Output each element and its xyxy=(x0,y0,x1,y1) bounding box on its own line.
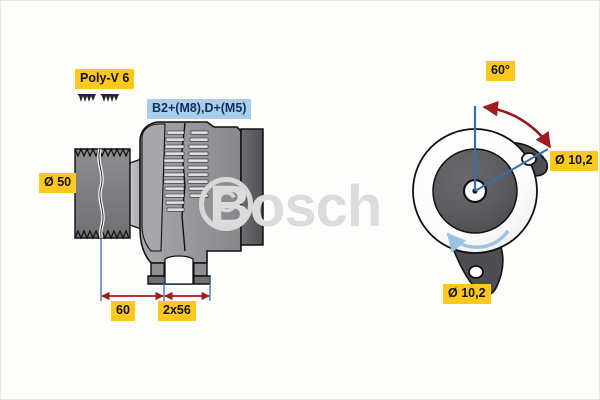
angle-reference-lug xyxy=(474,148,549,192)
poly-v-belt-icon xyxy=(77,94,119,102)
angle-arc-arrow xyxy=(482,100,552,149)
front-view xyxy=(412,100,552,296)
label-lower-bolt-hole: Ø 10,2 xyxy=(443,284,491,304)
cooling-fins-rear xyxy=(187,130,209,198)
cooling-fins-front xyxy=(163,130,185,212)
label-terminals: B2+(M8),D+(M5) xyxy=(147,99,252,119)
label-belt-type: Poly-V 6 xyxy=(75,69,135,89)
label-dimension-60: 60 xyxy=(111,301,135,321)
rotation-arrow xyxy=(446,229,510,253)
label-angle: 60° xyxy=(486,61,515,81)
pulley xyxy=(74,147,131,240)
label-pulley-diameter: Ø 50 xyxy=(39,173,77,193)
copyright-icon: C xyxy=(199,177,253,231)
bosch-watermark: Bosch xyxy=(209,174,382,239)
dimension-lines xyxy=(100,239,211,301)
lower-bolt-hole xyxy=(468,265,484,279)
label-dimension-2x56: 2x56 xyxy=(158,301,196,321)
label-upper-bolt-hole: Ø 10,2 xyxy=(550,151,598,171)
